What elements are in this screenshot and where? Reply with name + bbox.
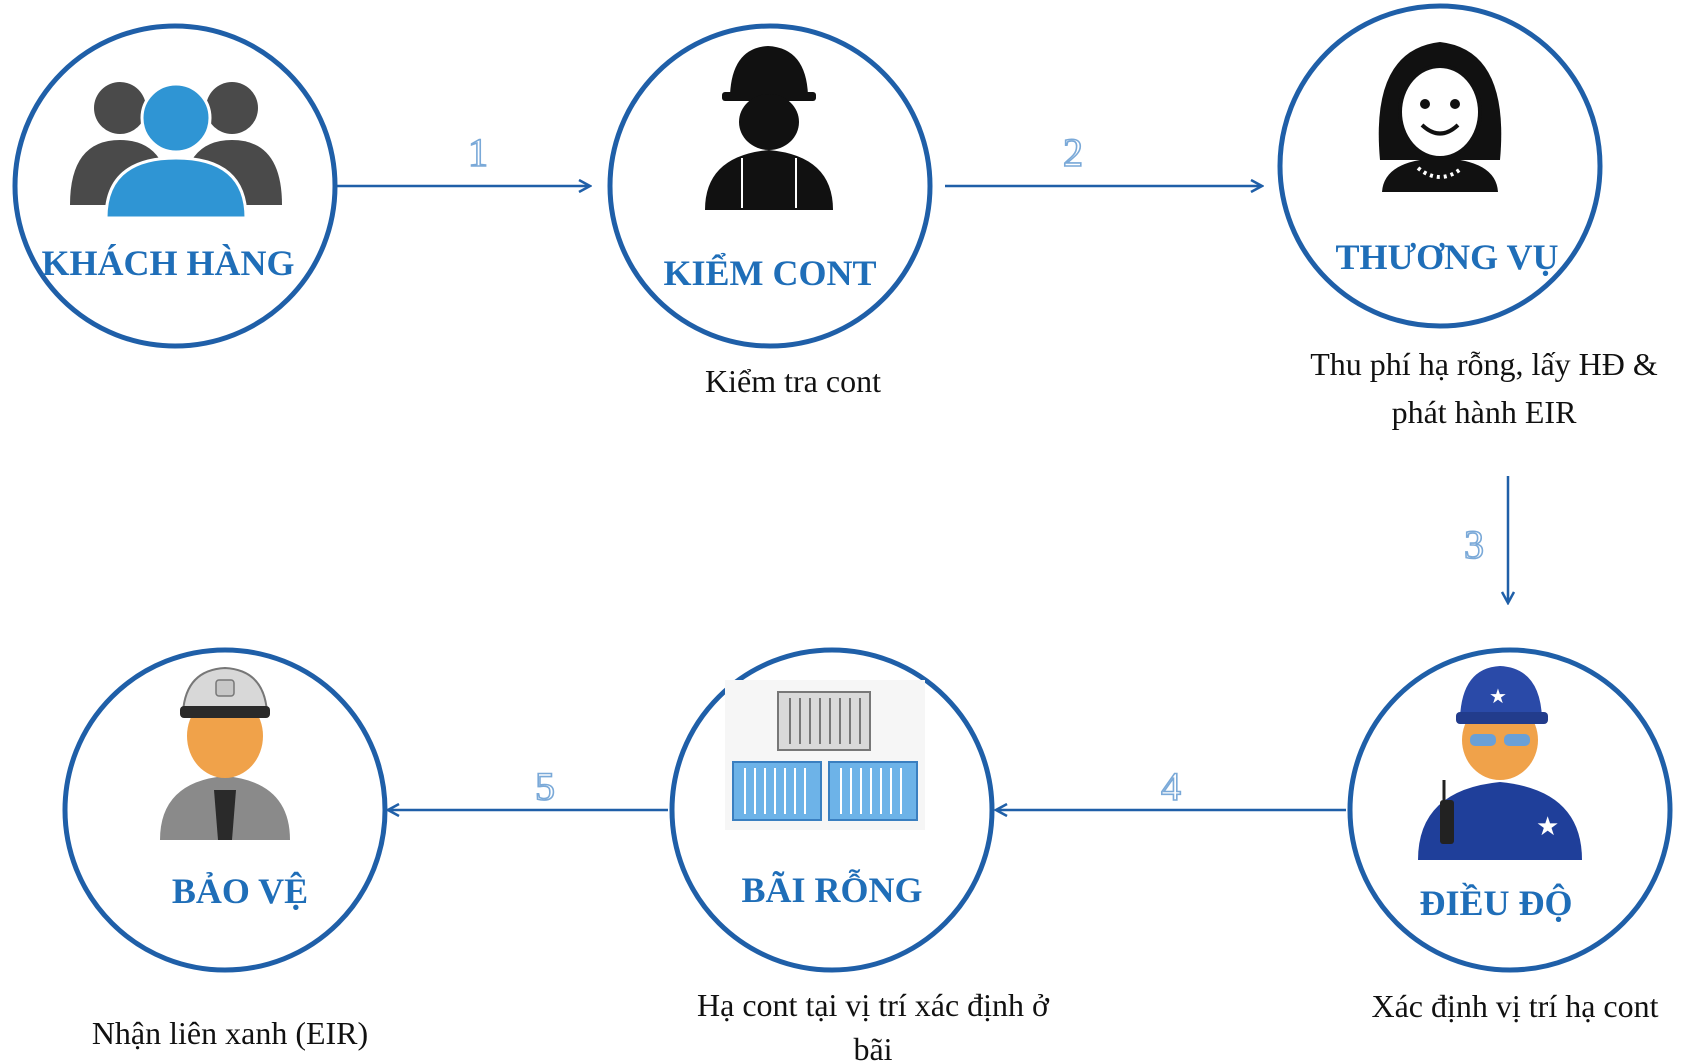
node-khach-hang: KHÁCH HÀNG <box>12 23 338 349</box>
security-guard-icon <box>160 666 290 840</box>
node-thuong-vu: THƯƠNG VỤ <box>1277 3 1603 329</box>
woman-clerk-icon <box>1378 42 1502 192</box>
node-bao-ve: BẢO VỆ <box>62 647 388 973</box>
node-caption-thuong-vu-line1: Thu phí hạ rỗng, lấy HĐ & <box>1310 346 1658 382</box>
node-kiem-cont: KIỂM CONT <box>607 23 933 349</box>
svg-text:★: ★ <box>1489 684 1507 708</box>
node-label: BÃI RỖNG <box>741 869 922 910</box>
node-label: THƯƠNG VỤ <box>1335 237 1558 277</box>
step-number-3: 3 <box>1464 522 1484 567</box>
step-number-1: 1 <box>468 130 488 175</box>
step-number-4: 4 <box>1161 764 1181 809</box>
node-caption-dieu-do: Xác định vị trí hạ cont <box>1371 988 1658 1024</box>
step-number-2: 2 <box>1063 130 1083 175</box>
node-dieu-do: ★ ★ ĐIỀU ĐỘ <box>1347 647 1673 973</box>
node-caption-bao-ve: Nhận liên xanh (EIR) <box>92 1015 368 1051</box>
node-caption-bai-rong-line1: Hạ cont tại vị trí xác định ở <box>697 987 1050 1023</box>
node-label: KIỂM CONT <box>663 253 876 293</box>
node-caption-thuong-vu-line2: phát hành EIR <box>1392 394 1578 430</box>
node-label: BẢO VỆ <box>172 871 308 911</box>
node-label: ĐIỀU ĐỘ <box>1419 883 1572 923</box>
node-caption-bai-rong-line2: bãi <box>853 1031 892 1062</box>
worker-icon <box>705 46 833 210</box>
node-bai-rong: BÃI RỖNG <box>669 647 995 973</box>
customers-group-icon <box>70 82 282 220</box>
containers-icon <box>725 680 925 830</box>
dispatcher-icon: ★ ★ <box>1418 666 1582 860</box>
step-number-5: 5 <box>535 764 555 809</box>
svg-text:★: ★ <box>1536 812 1559 842</box>
node-caption-kiem-cont: Kiểm tra cont <box>705 363 881 399</box>
node-label: KHÁCH HÀNG <box>41 243 294 283</box>
